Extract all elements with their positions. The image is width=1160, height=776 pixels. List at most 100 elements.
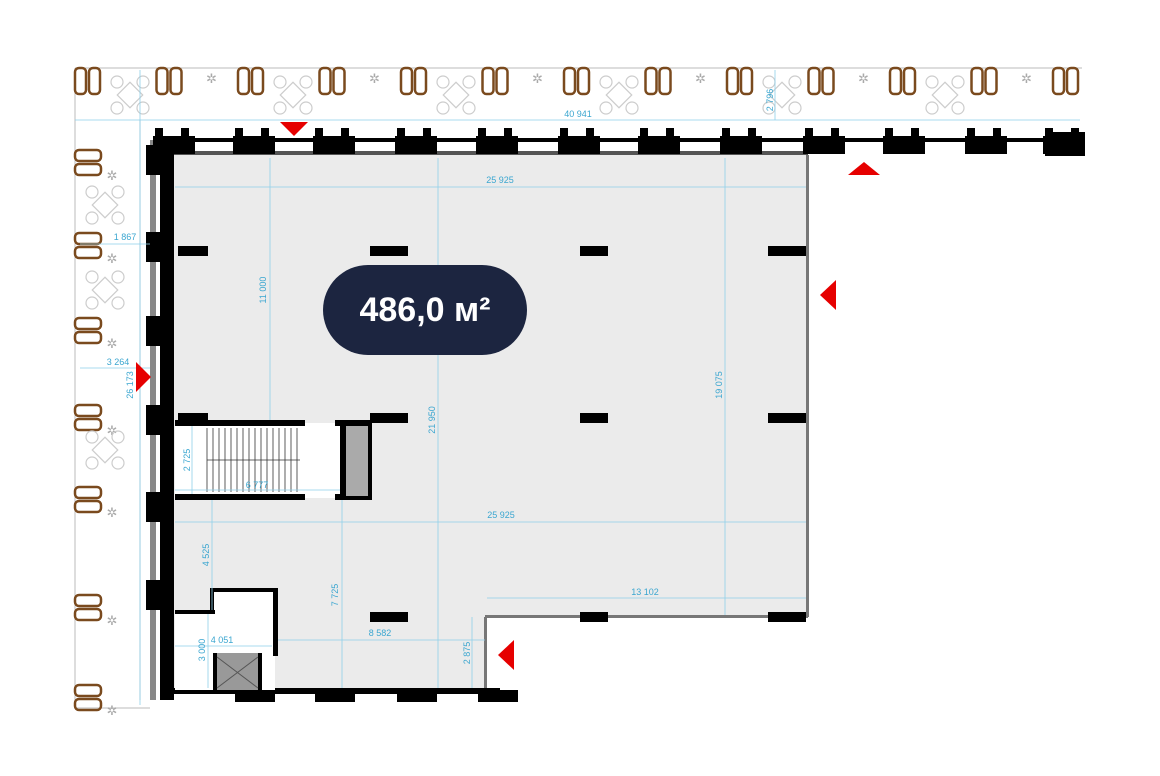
table-set-icon xyxy=(85,270,125,310)
table-set-icon xyxy=(925,75,965,115)
plant-icon: ✲ xyxy=(206,71,217,86)
sofa-icon xyxy=(73,66,102,96)
window-pier xyxy=(478,690,518,702)
window-pier xyxy=(1071,128,1079,136)
window-pier xyxy=(560,128,568,136)
column xyxy=(768,413,806,423)
dimension-left-terrace-width: 3 264 xyxy=(107,357,130,367)
window-pier xyxy=(315,690,355,702)
columns xyxy=(178,246,806,622)
sofa-icon xyxy=(73,403,103,432)
sofa-icon xyxy=(236,66,265,96)
column xyxy=(768,246,806,256)
window-pier xyxy=(831,128,839,136)
window-pier xyxy=(423,128,431,136)
sofa-icon xyxy=(888,66,917,96)
dimension-step-depth: 2 875 xyxy=(462,642,472,665)
sofa-icon xyxy=(725,66,754,96)
plant-icon: ✲ xyxy=(107,703,118,718)
sofa-icon xyxy=(73,683,103,712)
window-pier xyxy=(146,405,162,435)
column xyxy=(370,246,408,256)
window-pier xyxy=(967,128,975,136)
plant-icon: ✲ xyxy=(369,71,380,86)
entrance-arrow-icon xyxy=(498,640,514,670)
window-pier xyxy=(395,136,437,154)
window-pier xyxy=(722,128,730,136)
dimension-lower-width: 8 582 xyxy=(369,628,392,638)
sofa-icon xyxy=(399,66,428,96)
plant-icon: ✲ xyxy=(858,71,869,86)
window-pier xyxy=(1045,128,1053,136)
window-pier xyxy=(397,690,437,702)
window-pier xyxy=(235,690,275,702)
window-pier xyxy=(181,128,189,136)
dimension-top-terrace-length: 40 941 xyxy=(564,109,592,119)
column xyxy=(370,612,408,622)
window-pier xyxy=(640,128,648,136)
dimension-room-depth-total: 21 950 xyxy=(427,406,437,434)
sofa-icon xyxy=(807,66,835,96)
window-pier xyxy=(476,136,518,154)
column xyxy=(178,413,208,423)
window-pier xyxy=(155,128,163,136)
dimension-room-width-middle: 25 925 xyxy=(487,510,515,520)
window-pier xyxy=(885,128,893,136)
plant-icon: ✲ xyxy=(107,336,118,351)
table-set-icon xyxy=(85,185,125,225)
plant-icon: ✲ xyxy=(107,423,118,438)
window-pier xyxy=(478,128,486,136)
window-pier xyxy=(805,128,813,136)
dimension-left-terrace-length: 26 173 xyxy=(125,371,135,399)
plant-icon: ✲ xyxy=(532,71,543,86)
terrace-furniture: ✲✲✲✲✲✲✲✲✲✲✲✲✲ xyxy=(73,66,1080,718)
window-pier xyxy=(261,128,269,136)
sofa-icon xyxy=(155,66,183,96)
window-pier xyxy=(341,128,349,136)
window-pier xyxy=(803,136,845,154)
table-set-icon xyxy=(599,75,639,115)
window-pier xyxy=(146,492,162,522)
dimension-stair-depth: 2 725 xyxy=(182,449,192,472)
window-pier xyxy=(638,136,680,154)
plant-icon: ✲ xyxy=(107,168,118,183)
entrance-arrow-icon xyxy=(848,162,880,175)
window-pier xyxy=(965,136,1007,154)
plant-icon: ✲ xyxy=(1021,71,1032,86)
dimension-lower-left-depth: 4 525 xyxy=(201,544,211,567)
sofa-icon xyxy=(73,316,103,345)
window-pier xyxy=(397,128,405,136)
window-pier xyxy=(993,128,1001,136)
dimension-room-depth-right: 19 075 xyxy=(714,371,724,399)
elevator-icon xyxy=(216,656,259,689)
window-pier xyxy=(235,128,243,136)
dimension-utility-depth: 3 000 xyxy=(197,639,207,662)
sofa-icon xyxy=(562,66,591,96)
sofa-icon xyxy=(73,485,103,514)
column xyxy=(178,246,208,256)
dimension-right-step-width: 13 102 xyxy=(631,587,659,597)
stairs-icon xyxy=(206,428,300,492)
dimension-room-depth-upper: 11 000 xyxy=(258,277,268,304)
column xyxy=(580,413,608,423)
window-pier xyxy=(146,316,162,346)
dimension-room-width-top: 25 925 xyxy=(486,175,514,185)
window-pier xyxy=(313,136,355,154)
window-pier xyxy=(883,136,925,154)
entrance-arrow-icon xyxy=(820,280,836,310)
window-pier xyxy=(911,128,919,136)
dimension-left-terrace-small: 1 867 xyxy=(114,232,137,242)
window-pier xyxy=(146,580,162,610)
sofa-icon xyxy=(1051,66,1080,96)
window-pier xyxy=(720,136,762,154)
sofa-icon xyxy=(73,148,103,177)
entrance-arrow-icon xyxy=(136,362,151,392)
sofa-icon xyxy=(481,66,509,96)
entrance-arrow-icon xyxy=(280,122,308,136)
dimension-lower-depth: 7 725 xyxy=(330,584,340,607)
column xyxy=(768,612,806,622)
window-pier xyxy=(233,136,275,154)
window-pier xyxy=(146,232,162,262)
